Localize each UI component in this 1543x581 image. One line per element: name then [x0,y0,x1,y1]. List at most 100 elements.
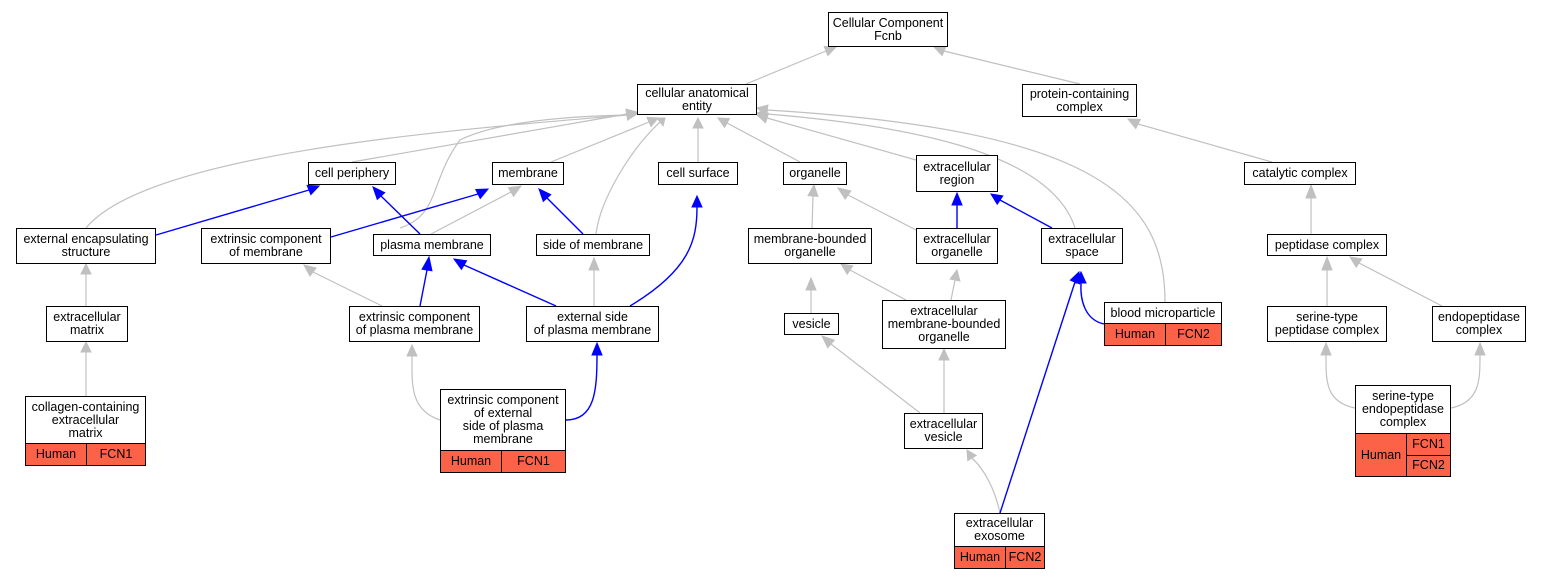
go-term-label-line: region [939,172,975,187]
go-term-node[interactable]: catalytic complex [1244,162,1356,185]
edge-arrowhead [966,449,978,462]
edge-arrowhead [1321,255,1333,271]
go-term-label-line: extracellular [53,310,121,324]
go-term-label-line: cellular anatomical [645,85,749,100]
go-term-label-line: complex [1379,415,1427,429]
go-term-node[interactable]: vesicle [784,313,839,335]
organism-cell: Human [1356,434,1407,476]
edge-line [745,50,827,85]
go-term-label-line: organelle [784,245,836,259]
edge-line [550,121,650,163]
edge-arrowhead [691,194,703,208]
edge-line [463,264,557,307]
edge-arrowhead [588,256,600,271]
go-term-label-line: extracellular [909,417,978,431]
edge-arrowhead [951,191,963,206]
edge-line [950,279,956,301]
gene-cell: FCN2 [1407,454,1450,477]
edge-line [1450,354,1481,409]
go-term-node[interactable]: cell periphery [308,162,396,185]
go-term-node[interactable]: peptidase complex [1267,234,1387,256]
go-term-label-line: organelle [789,166,841,180]
go-term-label-line: structure [61,245,111,259]
edge-line [766,117,917,161]
go-term-label-line: of plasma membrane [355,323,474,337]
go-term-label-line: cell surface [666,166,730,180]
edge-arrowhead [625,109,639,121]
go-term-label-line: space [1065,245,1099,259]
edge-arrowhead [692,116,704,129]
edge-arrowhead [990,193,1004,206]
go-term-label-line: peptidase complex [1274,323,1380,337]
edge-arrowhead [538,188,552,203]
go-term-label-line: vesicle [924,430,963,444]
go-term-label-line: plasma membrane [380,237,484,252]
go-term-label: plasma membrane [374,235,490,255]
edge-line [546,197,584,235]
organism-cell: Human [955,547,1006,568]
gene-cell: FCN2 [1177,327,1210,341]
gene-cell: FCN1 [1412,436,1445,451]
go-term-label-line: protein-containing [1029,86,1130,101]
edge-line [430,191,512,235]
edge-arrowhead [306,184,321,196]
go-term-label-line: side of plasma [462,419,544,433]
go-term-node[interactable]: organelle [783,162,847,185]
go-term-node[interactable]: side of membrane [536,234,650,256]
go-term-node[interactable]: membrane [492,162,564,185]
edge-line [971,457,1001,514]
edge-arrowhead [1305,183,1317,199]
go-term-label-line: extrinsic component [210,232,322,246]
go-term-label-line: cell periphery [314,166,390,180]
go-term-label-line: membrane [473,432,533,446]
edge-arrowhead [646,116,660,128]
go-term-label-line: matrix [68,425,103,440]
edge-line [1080,282,1105,325]
edge-line [85,114,628,229]
edge-line [766,109,1166,303]
go-term-label-line: side of membrane [542,237,644,252]
go-term-label-line: serine-type [1296,310,1358,324]
go-term-node[interactable]: plasma membrane [373,234,491,256]
gene-cell: FCN1 [517,454,550,468]
go-term-label-line: extracellular [1048,232,1116,246]
edge-arrowhead [80,262,92,275]
go-term-label-line: of plasma membrane [533,323,652,337]
go-term-label-line: peptidase complex [1274,237,1380,252]
go-term-node[interactable]: cell surface [658,162,738,185]
go-term-label-line: of membrane [229,245,303,259]
